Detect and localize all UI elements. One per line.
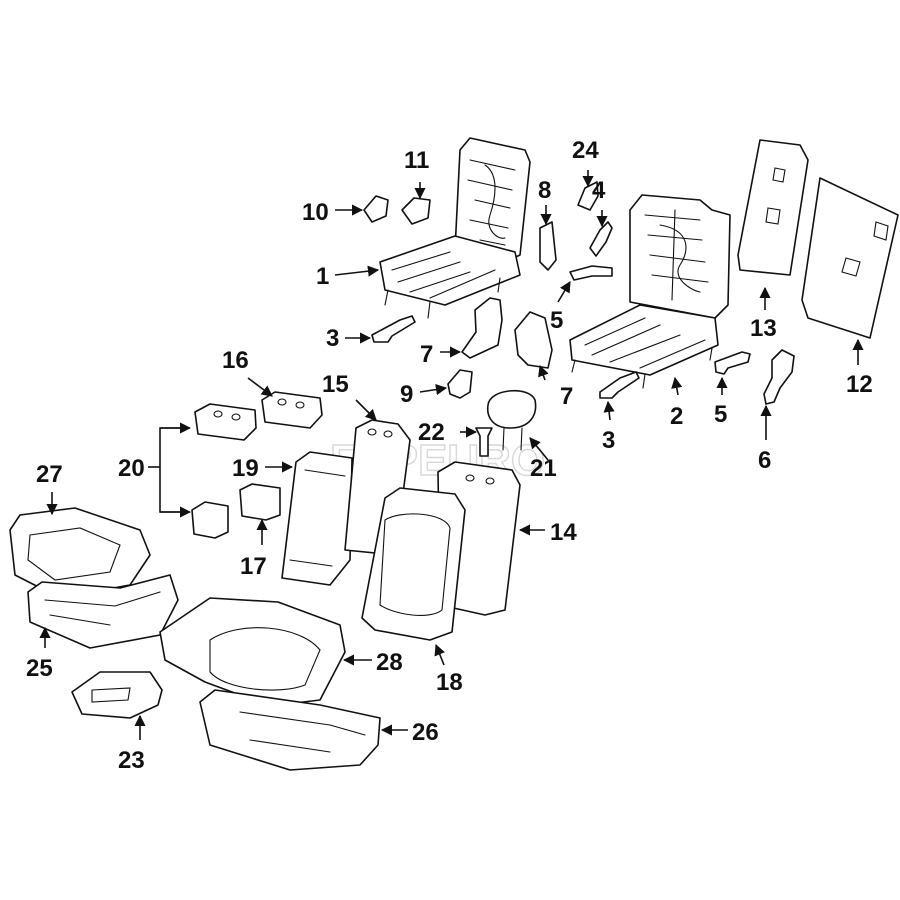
- cover-8: [539, 221, 557, 271]
- callout-labels: 1 2 3 3 4 5 5 6 7 7 8 9 10 11 12 13 14 1…: [26, 137, 873, 774]
- clip-24: [577, 181, 599, 211]
- callout-3-right: 3: [602, 427, 615, 454]
- module-23: [71, 671, 163, 719]
- release-lever-left: [371, 315, 416, 343]
- side-cover-7-left: [461, 297, 503, 359]
- cushion-28: [159, 597, 346, 707]
- callout-7-right: 7: [560, 383, 573, 410]
- handle-6: [763, 349, 795, 405]
- headrest-21: [486, 389, 537, 429]
- callout-23: 23: [118, 747, 145, 774]
- strap-5-lower: [714, 351, 751, 375]
- strap-5-upper: [569, 265, 613, 281]
- callout-9: 9: [400, 381, 413, 408]
- leader-lines: [39, 170, 864, 740]
- callout-28: 28: [376, 649, 403, 676]
- callout-4: 4: [592, 177, 606, 204]
- callout-10: 10: [302, 199, 329, 226]
- callout-6: 6: [758, 447, 771, 474]
- seat-frame-right: [569, 194, 731, 389]
- guide-sleeve-22: [475, 427, 493, 457]
- callout-1: 1: [316, 263, 329, 290]
- armrest-cover-20: [194, 403, 257, 441]
- callout-7-left: 7: [420, 341, 433, 368]
- callout-11: 11: [404, 147, 429, 174]
- callout-18: 18: [436, 669, 463, 696]
- backrest-cover-18: [361, 487, 466, 641]
- callout-27: 27: [36, 461, 63, 488]
- backrest-19: [281, 451, 353, 586]
- seat-frame-left: [379, 137, 531, 319]
- cap-10: [363, 195, 389, 223]
- cushion-25: [27, 574, 179, 649]
- trim-panel-7-right: [514, 311, 553, 369]
- trim-9: [447, 369, 473, 399]
- callout-25: 25: [26, 655, 53, 682]
- back-panel-13: [737, 139, 809, 276]
- callout-3-left: 3: [326, 325, 339, 352]
- callout-12: 12: [846, 371, 873, 398]
- callout-15: 15: [322, 371, 349, 398]
- callout-17: 17: [240, 553, 267, 580]
- callout-22: 22: [418, 419, 445, 446]
- callout-13: 13: [750, 315, 777, 342]
- pad-17: [239, 483, 281, 521]
- callout-14: 14: [550, 519, 577, 546]
- callout-19: 19: [232, 455, 259, 482]
- back-panel-12: [801, 177, 899, 339]
- callout-24: 24: [572, 137, 599, 164]
- callout-8: 8: [538, 177, 551, 204]
- callout-21: 21: [530, 455, 557, 482]
- bracket-4: [589, 221, 613, 257]
- cushion-cover-27: [9, 507, 151, 599]
- callout-16: 16: [222, 347, 249, 374]
- callout-2: 2: [670, 403, 683, 430]
- pad-20-lower: [191, 501, 229, 539]
- callout-26: 26: [412, 719, 439, 746]
- callout-5-upper: 5: [550, 307, 563, 334]
- bracket-11: [401, 197, 431, 225]
- callout-5-lower: 5: [714, 401, 727, 428]
- release-lever-right: [599, 371, 640, 399]
- armrest-cover-16: [261, 391, 323, 429]
- callout-20: 20: [118, 455, 145, 482]
- cushion-26: [199, 689, 381, 771]
